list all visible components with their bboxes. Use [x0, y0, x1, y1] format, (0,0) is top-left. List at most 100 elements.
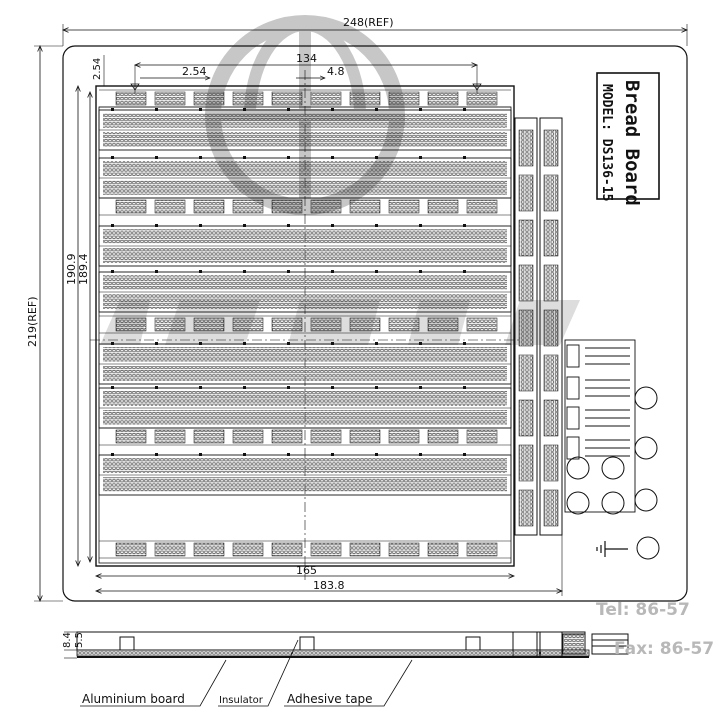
- terminal-block-marker: [155, 453, 158, 456]
- power-strip-holes: [466, 542, 498, 557]
- terminal-block-marker: [419, 224, 422, 227]
- terminal-block-marker: [419, 386, 422, 389]
- power-strip-holes: [388, 429, 420, 444]
- vertical-strip-holes: [518, 354, 534, 392]
- terminal-block-marker: [463, 156, 466, 159]
- terminal-block-marker: [375, 156, 378, 159]
- vertical-power-strips: [514, 117, 563, 536]
- terminal-block-marker: [111, 342, 114, 345]
- terminal-block-marker: [243, 108, 246, 111]
- power-strip-holes: [193, 317, 225, 332]
- terminal-block-marker: [287, 156, 290, 159]
- power-strip-holes: [466, 199, 498, 214]
- terminal-block-marker: [331, 224, 334, 227]
- terminal-block-marker: [331, 108, 334, 111]
- power-strip-holes: [271, 199, 303, 214]
- power-strip-holes: [232, 91, 264, 106]
- terminal-block-marker: [243, 224, 246, 227]
- power-strip-holes: [427, 199, 459, 214]
- terminal-block-marker: [111, 270, 114, 273]
- dim-bottom-inner: 165: [296, 564, 317, 577]
- terminal-block-marker: [287, 224, 290, 227]
- terminal-block-marker: [419, 453, 422, 456]
- label-plate-model: MODEL: DS136-15: [599, 84, 614, 201]
- power-strip-holes: [271, 91, 303, 106]
- power-strip-holes: [466, 317, 498, 332]
- power-strip-holes: [310, 429, 342, 444]
- post-circle: [566, 456, 590, 480]
- power-strip-holes: [193, 199, 225, 214]
- power-strip-holes: [349, 199, 381, 214]
- power-strip-holes: [427, 91, 459, 106]
- power-strip-holes: [349, 429, 381, 444]
- vertical-strip-holes: [543, 444, 559, 482]
- power-strip-holes: [193, 429, 225, 444]
- vertical-strip-holes: [543, 219, 559, 257]
- power-strip-holes: [271, 542, 303, 557]
- power-strip-holes: [271, 429, 303, 444]
- label-aluminium-board: Aluminium board: [82, 692, 185, 706]
- terminal-block-marker: [287, 342, 290, 345]
- watermark-fax: Fax: 86-57: [614, 639, 714, 659]
- power-strip-holes: [388, 91, 420, 106]
- post-circle: [634, 436, 658, 460]
- power-strip-holes: [388, 199, 420, 214]
- vertical-strip-holes: [518, 129, 534, 167]
- terminal-block-marker: [111, 156, 114, 159]
- terminal-block-holes-bottom: [103, 294, 507, 309]
- terminal-block-marker: [243, 270, 246, 273]
- power-strip-holes: [466, 91, 498, 106]
- vertical-strip-holes: [543, 399, 559, 437]
- terminal-block-marker: [199, 386, 202, 389]
- vertical-strip-holes: [543, 174, 559, 212]
- dim-overall-height: 219(REF): [26, 297, 39, 348]
- terminal-block-marker: [375, 108, 378, 111]
- terminal-block-marker: [243, 386, 246, 389]
- terminal-block-marker: [419, 342, 422, 345]
- dim-bottom-outer: 183.8: [313, 579, 345, 592]
- power-strip-holes: [193, 542, 225, 557]
- label-plate-title: Bread Board: [621, 80, 643, 206]
- terminal-block-marker: [243, 453, 246, 456]
- power-strip-holes: [232, 429, 264, 444]
- power-strip-holes: [193, 91, 225, 106]
- label-plate: Bread Board MODEL: DS136-15: [596, 72, 660, 206]
- power-strip-holes: [232, 542, 264, 557]
- terminal-block-marker: [155, 156, 158, 159]
- breadboard-rows: [98, 89, 559, 559]
- power-strip-holes: [349, 542, 381, 557]
- post-circle: [601, 491, 625, 515]
- terminal-block-marker: [463, 342, 466, 345]
- terminal-block-marker: [287, 108, 290, 111]
- terminal-block-marker: [375, 342, 378, 345]
- terminal-block-marker: [375, 224, 378, 227]
- power-strip-holes: [115, 317, 147, 332]
- terminal-block-marker: [331, 156, 334, 159]
- power-strip-holes: [115, 199, 147, 214]
- dim-group-pitch: 2.54: [182, 65, 207, 78]
- post-circle: [601, 456, 625, 480]
- terminal-block-marker: [199, 342, 202, 345]
- dim-overall-width: 248(REF): [343, 16, 394, 29]
- terminal-block-marker: [375, 270, 378, 273]
- power-strip-holes: [154, 429, 186, 444]
- power-strip-holes: [154, 91, 186, 106]
- terminal-block-marker: [463, 453, 466, 456]
- vertical-strip-holes: [518, 264, 534, 302]
- terminal-block-marker: [155, 342, 158, 345]
- power-strip-holes: [349, 91, 381, 106]
- power-strip-holes: [232, 317, 264, 332]
- side-view: 8.4 5.5: [62, 631, 629, 659]
- vertical-strip-holes: [518, 174, 534, 212]
- terminal-block-marker: [463, 270, 466, 273]
- dim-side-thickness-b: 5.5: [74, 632, 85, 648]
- power-strip-holes: [388, 317, 420, 332]
- power-strip-holes: [154, 317, 186, 332]
- terminal-block-marker: [287, 270, 290, 273]
- vertical-strip-holes: [543, 264, 559, 302]
- post-circle: [634, 488, 658, 512]
- terminal-block-holes-bottom: [103, 132, 507, 147]
- terminal-block-marker: [199, 156, 202, 159]
- terminal-block-marker: [199, 270, 202, 273]
